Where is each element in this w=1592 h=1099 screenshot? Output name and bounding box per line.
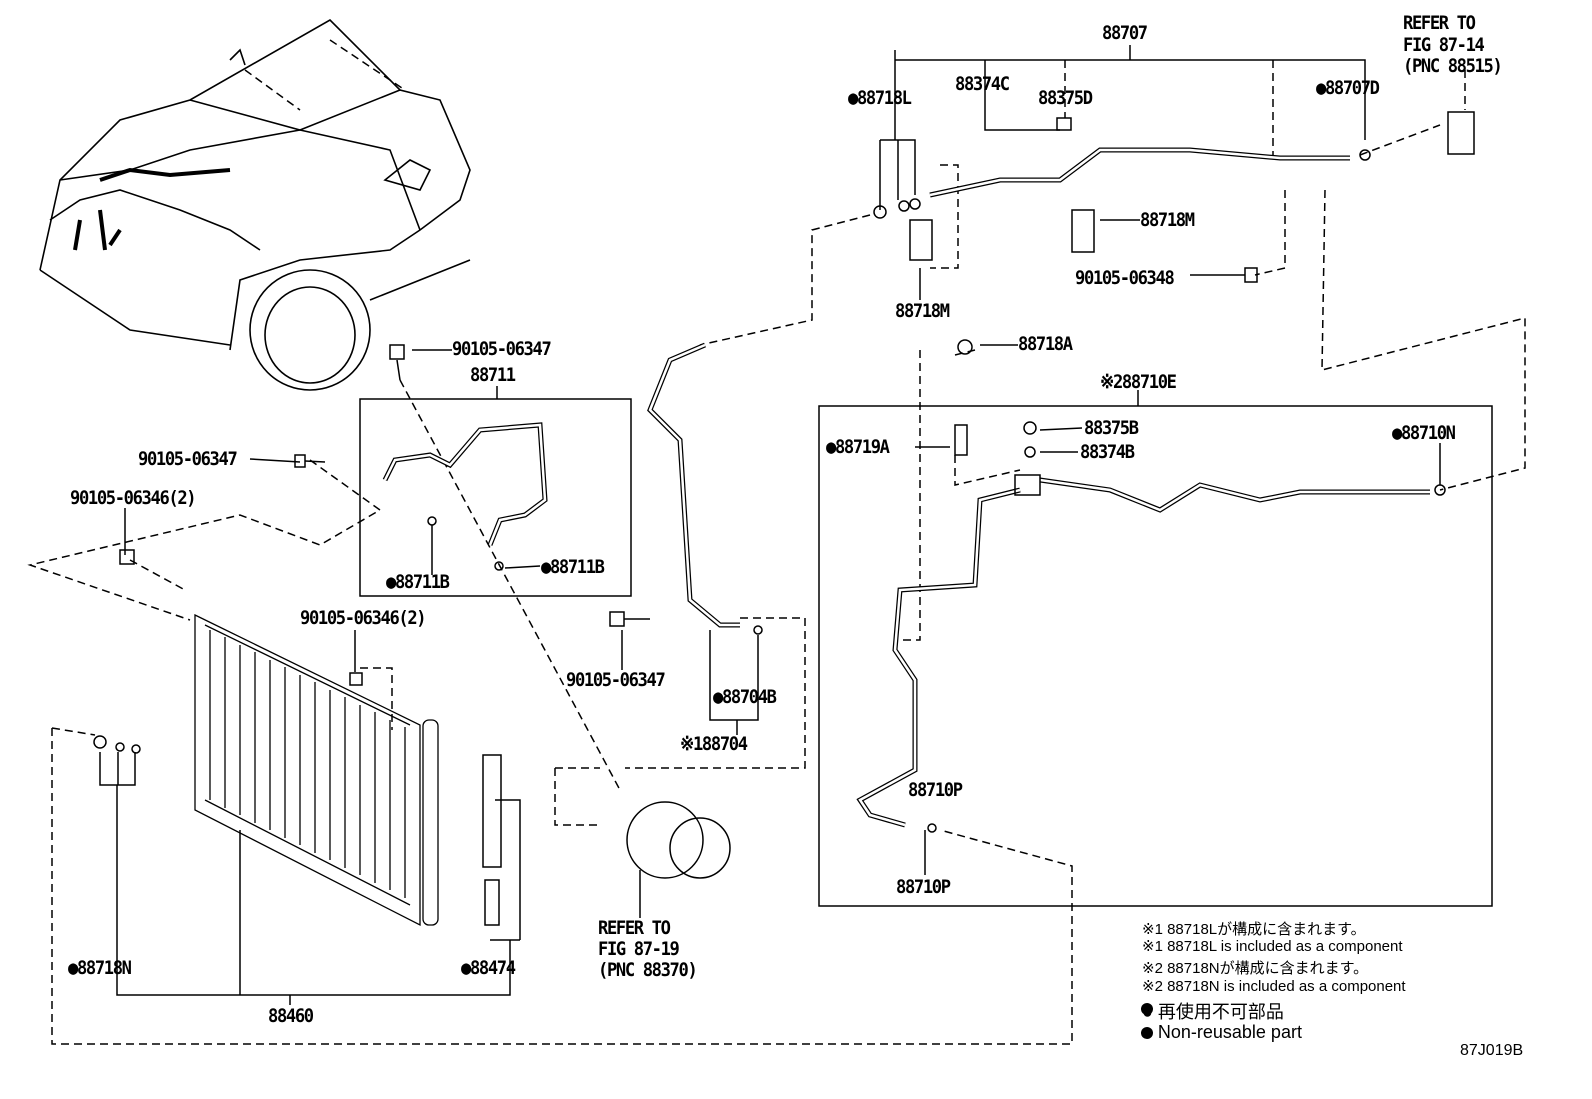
part-label-88707D: ●88707D (1316, 77, 1380, 99)
box-88711 (359, 398, 632, 597)
part-label-90105-06348: 90105-06348 (1075, 267, 1175, 289)
legend-non-reusable: ● Non-reusable part (1142, 1022, 1302, 1042)
part-label-88710P: 88710P (908, 779, 963, 801)
part-label-88374C: 88374C (955, 73, 1010, 95)
part-label-88718N: ●88718N (68, 957, 132, 979)
refer-pnc: (PNC 88515) (1403, 55, 1503, 77)
desiccant (484, 879, 500, 926)
leader-lines (99, 45, 1441, 1005)
condenser (194, 613, 439, 927)
part-label-88711B: ●88711B (541, 556, 605, 578)
part-label-88718M: 88718M (895, 300, 950, 322)
compressor (626, 801, 704, 879)
note-line: ※2 88718Nが構成に含まれます。 (1142, 960, 1369, 977)
part-label-90105-06347: 90105-06347 (452, 338, 552, 360)
small-parts (93, 111, 1475, 926)
dashed-leaders (27, 39, 1526, 1045)
legend-non-reusable-jp: ● 再使用不可部品 (1142, 1002, 1284, 1022)
part-label-88474: ●88474 (461, 957, 516, 979)
part-label-90105-06347: 90105-06347 (566, 669, 666, 691)
part-label-88460: 88460 (268, 1005, 314, 1027)
box-88710E (818, 405, 1493, 907)
part-label-88718M: 88718M (1140, 209, 1195, 231)
refer-text: REFER TO (1403, 12, 1476, 34)
part-label-90105-06346: 90105-06346(2) (300, 607, 427, 629)
note-line: ※1 88718L is included as a component (1142, 938, 1403, 955)
part-label-88718L: ●88718L (848, 87, 912, 109)
refer-pnc: (PNC 88370) (598, 959, 698, 981)
note-bullets (1141, 1003, 1153, 1039)
part-label-88374B: 88374B (1080, 441, 1135, 463)
vehicle-illustration (39, 19, 471, 391)
figure-code: 87J019B (1460, 1042, 1524, 1059)
refer-fig: FIG 87-14 (1403, 34, 1485, 56)
part-label-88707: 88707 (1102, 22, 1148, 44)
part-label-88711B: ●88711B (386, 571, 450, 593)
part-label-88710P: 88710P (896, 876, 951, 898)
refer-text: REFER TO (598, 917, 671, 939)
pipes (382, 147, 1430, 828)
part-label-88718A: 88718A (1018, 333, 1073, 355)
note-line: ※2 88718N is included as a component (1142, 978, 1406, 995)
part-label-88375D: 88375D (1038, 87, 1093, 109)
part-label-88710E: ※288710E (1100, 371, 1177, 393)
part-label-90105-06346: 90105-06346(2) (70, 487, 197, 509)
part-label-88375B: 88375B (1084, 417, 1139, 439)
pressure-switch (1447, 111, 1475, 155)
filter-element (482, 754, 502, 868)
part-label-88719A: ●88719A (826, 436, 890, 458)
part-label-88704: ※188704 (680, 733, 748, 755)
part-label-88710N: ●88710N (1392, 422, 1456, 444)
part-label-90105-06347: 90105-06347 (138, 448, 238, 470)
part-label-88711: 88711 (470, 364, 516, 386)
note-line: ※1 88718Lが構成に含まれます。 (1142, 921, 1366, 938)
refer-fig: FIG 87-19 (598, 938, 680, 960)
part-label-88704B: ●88704B (713, 686, 777, 708)
